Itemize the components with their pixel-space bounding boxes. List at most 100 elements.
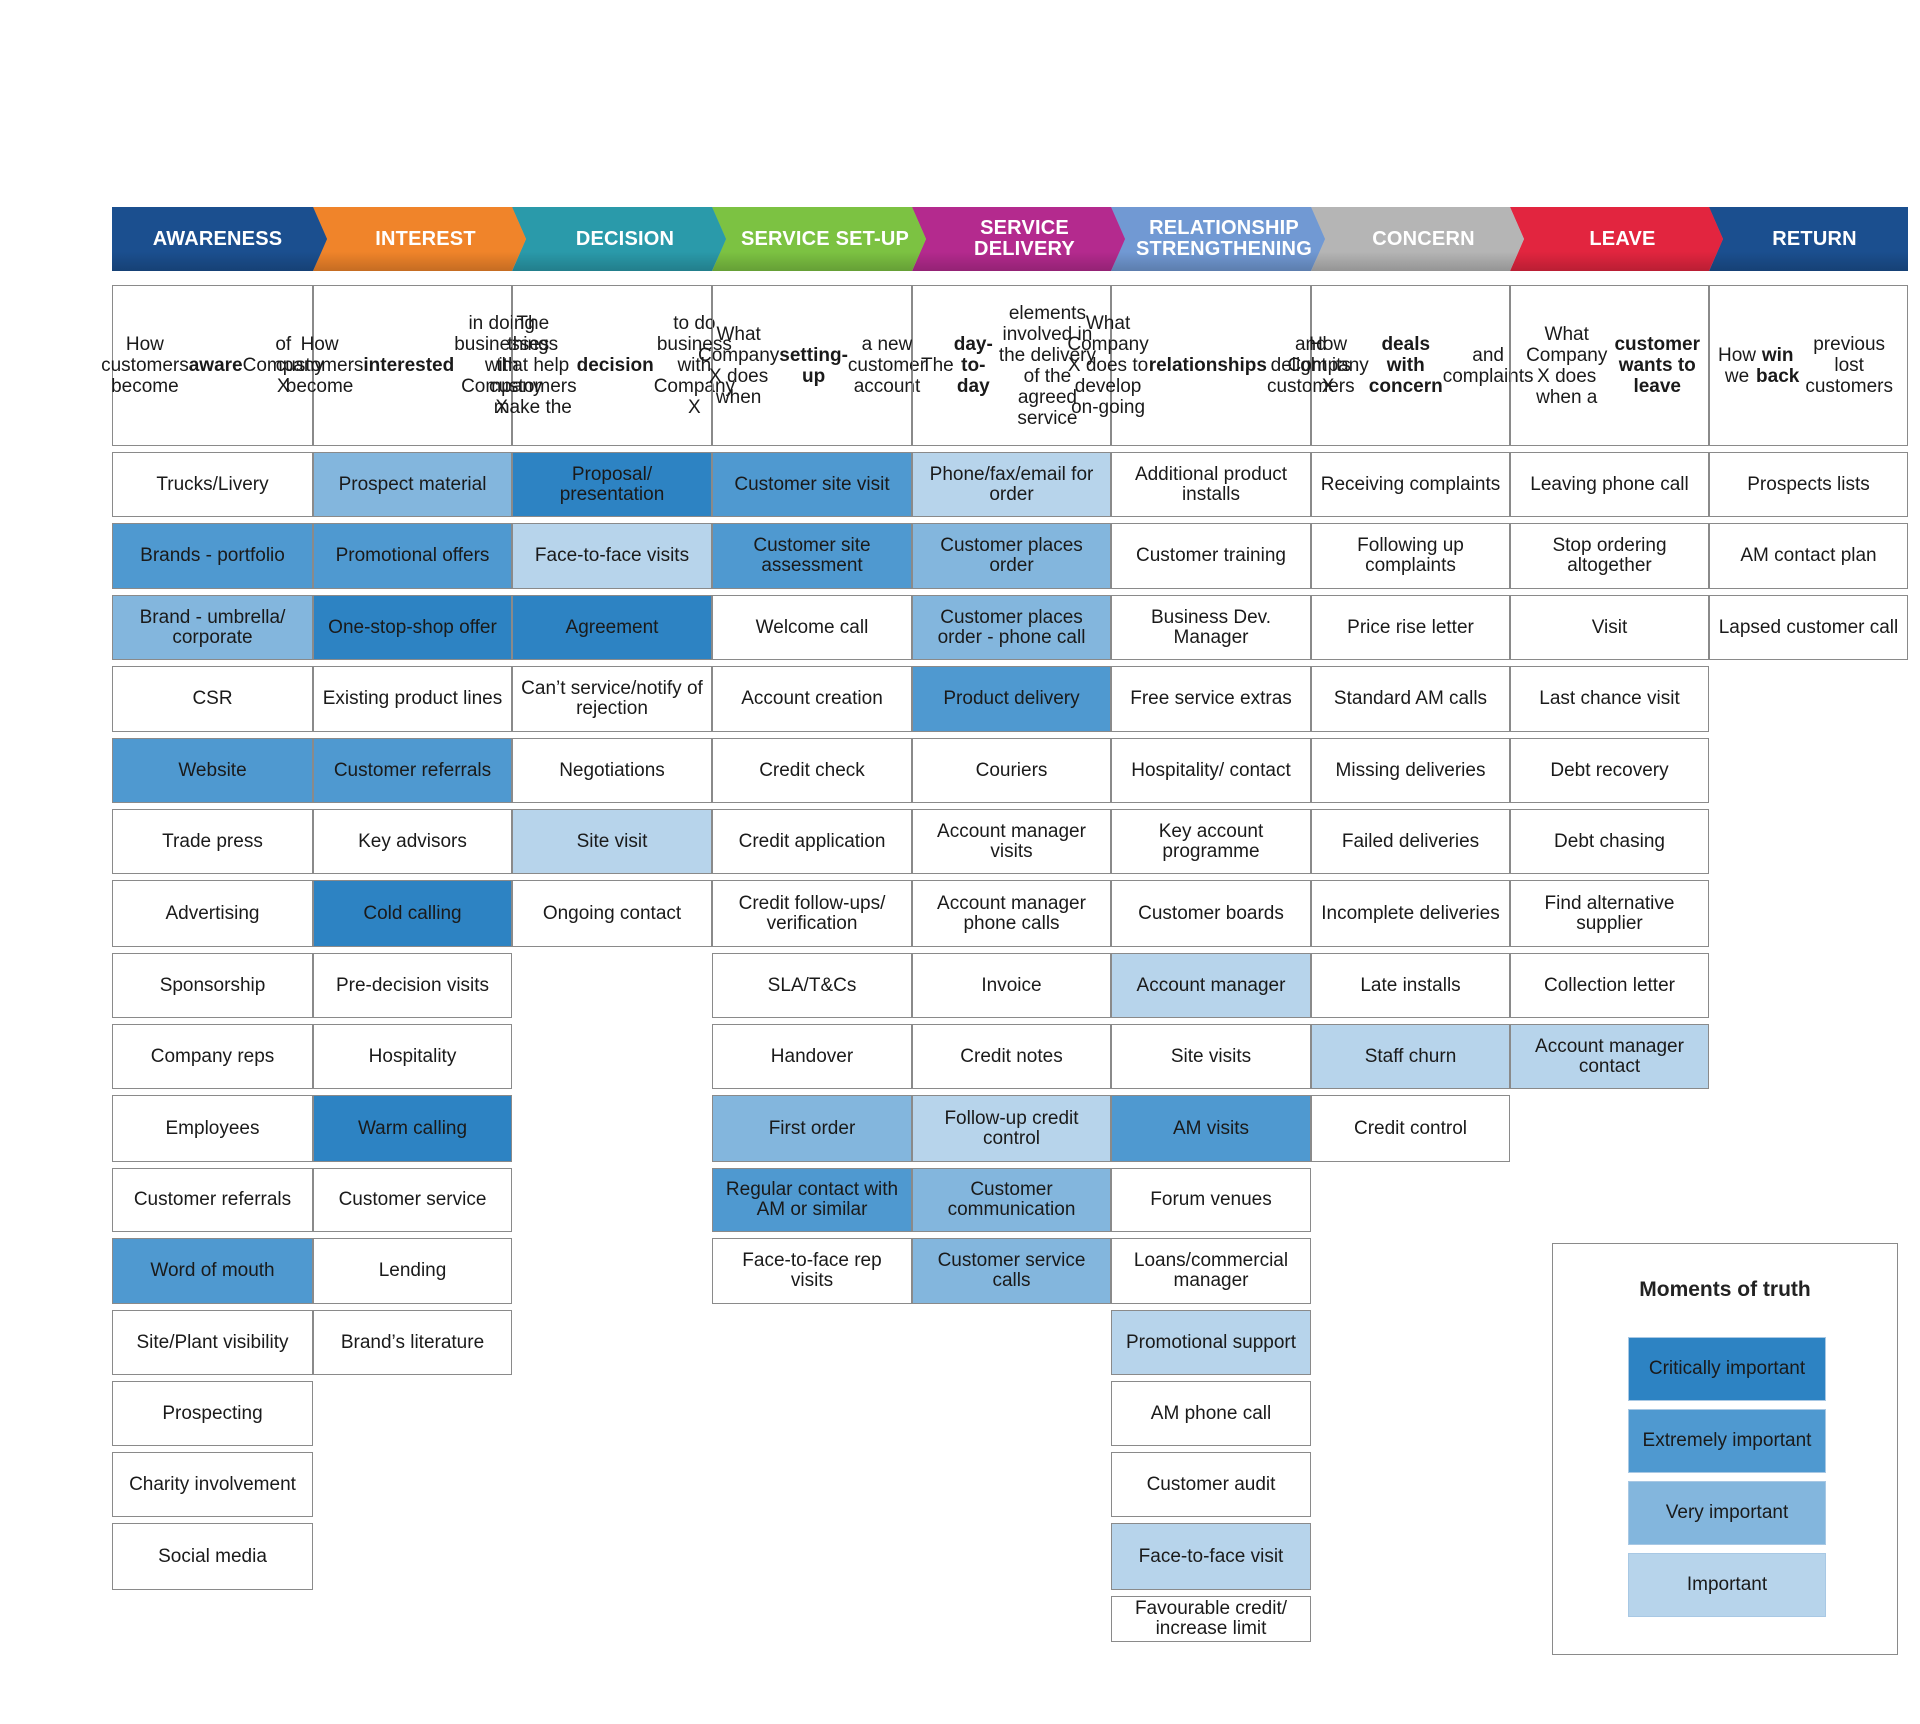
activity-cell: Trucks/Livery [112,452,313,517]
stage-return: RETURN [1709,207,1908,271]
activity-cell: Word of mouth [112,1238,313,1304]
activity-cell: Free service extras [1111,666,1311,732]
stage-description-concern: How Company X deals with concern and com… [1287,285,1534,446]
stage-relationship-strengthening: RELATIONSHIP STRENGTHENING [1111,207,1325,271]
activity-cell: Face-to-face visits [512,523,712,589]
activity-cell: Agreement [512,595,712,660]
activity-cell: Visit [1510,595,1709,660]
legend-item-important: Important [1628,1553,1826,1617]
activity-cell: AM phone call [1111,1381,1311,1446]
activity-cell: Social media [112,1523,313,1590]
activity-cell: Company reps [112,1024,313,1089]
stage-label: AWARENESS [152,227,283,250]
activity-cell: Advertising [112,880,313,947]
activity-cell: Site/Plant visibility [112,1310,313,1375]
activity-cell: Brand - umbrella/ corporate [112,595,313,660]
stage-header: AWARENESS INTEREST DECISION SERVICE SET-UP S… [112,207,1908,271]
activity-cell: Account manager [1111,953,1311,1018]
activity-cell: Customer service calls [912,1238,1111,1304]
activity-cell: Key account programme [1111,809,1311,874]
stage-description-service-set-up: What Company X does when setting-up a ne… [698,285,926,446]
activity-cell: Site visit [512,809,712,874]
activity-cell: Receiving complaints [1311,452,1510,517]
activity-cell: Hospitality/ contact [1111,738,1311,803]
stage-label: LEAVE [1589,227,1656,250]
activity-cell: Prospecting [112,1381,313,1446]
activity-cell: Customer referrals [313,738,512,803]
activity-cell: Website [112,738,313,803]
activity-cell: Ongoing contact [512,880,712,947]
stage-description-decision: The things that help customers make the … [489,285,735,446]
activity-cell: Lending [313,1238,512,1304]
stage-description-leave: What Company X does when a customer want… [1510,285,1709,446]
activity-cell: Customer referrals [112,1168,313,1232]
stage-awareness: AWARENESS [112,207,327,271]
activity-cell: Proposal/ presentation [512,452,712,517]
activity-cell: Customer service [313,1168,512,1232]
activity-cell: Can’t service/notify of rejection [512,666,712,732]
legend-title: Moments of truth [1639,1278,1811,1301]
activity-cell: Standard AM calls [1311,666,1510,732]
activity-cell: Phone/fax/email for order [912,452,1111,517]
activity-cell: Existing product lines [313,666,512,732]
activity-cell: Charity involvement [112,1452,313,1517]
activity-cell: Invoice [912,953,1111,1018]
activity-cell: First order [712,1095,912,1162]
activity-cell: Following up complaints [1311,523,1510,589]
activity-cell: Failed deliveries [1311,809,1510,874]
activity-cell: Follow-up credit control [912,1095,1111,1162]
stage-description-service-delivery: The day-to-day elements involved in the … [912,285,1111,446]
activity-cell: Loans/commercial manager [1111,1238,1311,1304]
activity-cell: Cold calling [313,880,512,947]
activity-cell: Forum venues [1111,1168,1311,1232]
activity-cell: Warm calling [313,1095,512,1162]
legend-item-extremely-important: Extremely important [1628,1409,1826,1473]
stage-label: SERVICE DELIVERY [974,217,1075,260]
stage-decision: DECISION [512,207,726,271]
activity-cell: AM contact plan [1709,523,1908,589]
stage-label: SERVICE SET-UP [740,227,910,250]
stage-label: INTEREST [375,227,476,250]
activity-cell: Hospitality [313,1024,512,1089]
activity-cell: Key advisors [313,809,512,874]
activity-cell: Pre-decision visits [313,953,512,1018]
activity-cell: Favourable credit/ increase limit [1111,1596,1311,1642]
activity-cell: Employees [112,1095,313,1162]
stage-concern: CONCERN [1311,207,1524,271]
activity-cell: Leaving phone call [1510,452,1709,517]
legend-item-very-important: Very important [1628,1481,1826,1545]
activity-cell: Couriers [912,738,1111,803]
activity-cell: Customer site visit [712,452,912,517]
activity-cell: Credit notes [912,1024,1111,1089]
activity-cell: Find alternative supplier [1510,880,1709,947]
stage-service-delivery: SERVICE DELIVERY [912,207,1125,271]
activity-cell: Collection letter [1510,953,1709,1018]
legend-item-critically-important: Critically important [1628,1337,1826,1401]
activity-cell: Brands - portfolio [112,523,313,589]
activity-cell: Staff churn [1311,1024,1510,1089]
activity-cell: Account creation [712,666,912,732]
stage-service-set-up: SERVICE SET-UP [712,207,926,271]
activity-cell: Account manager visits [912,809,1111,874]
stage-description-interest: How customers become interested in doing… [276,285,549,446]
activity-cell: Handover [712,1024,912,1089]
activity-cell: Credit application [712,809,912,874]
activity-cell: Business Dev. Manager [1111,595,1311,660]
stage-description-relationship-strengthening: What Company X does to develop on-going … [1067,285,1355,446]
activity-cell: Trade press [112,809,313,874]
activity-cell: Prospect material [313,452,512,517]
activity-cell: Face-to-face visit [1111,1523,1311,1590]
activity-cell: Credit check [712,738,912,803]
activity-cell: Credit control [1311,1095,1510,1162]
activity-cell: One-stop-shop offer [313,595,512,660]
activity-cell: Promotional support [1111,1310,1311,1375]
activity-cell: Customer places order [912,523,1111,589]
stage-leave: LEAVE [1510,207,1723,271]
activity-cell: Debt chasing [1510,809,1709,874]
activity-cell: AM visits [1111,1095,1311,1162]
activity-cell: Customer places order - phone call [912,595,1111,660]
activity-cell: Customer audit [1111,1452,1311,1517]
activity-cell: Brand’s literature [313,1310,512,1375]
stage-label: RELATIONSHIP STRENGTHENING [1136,217,1312,260]
